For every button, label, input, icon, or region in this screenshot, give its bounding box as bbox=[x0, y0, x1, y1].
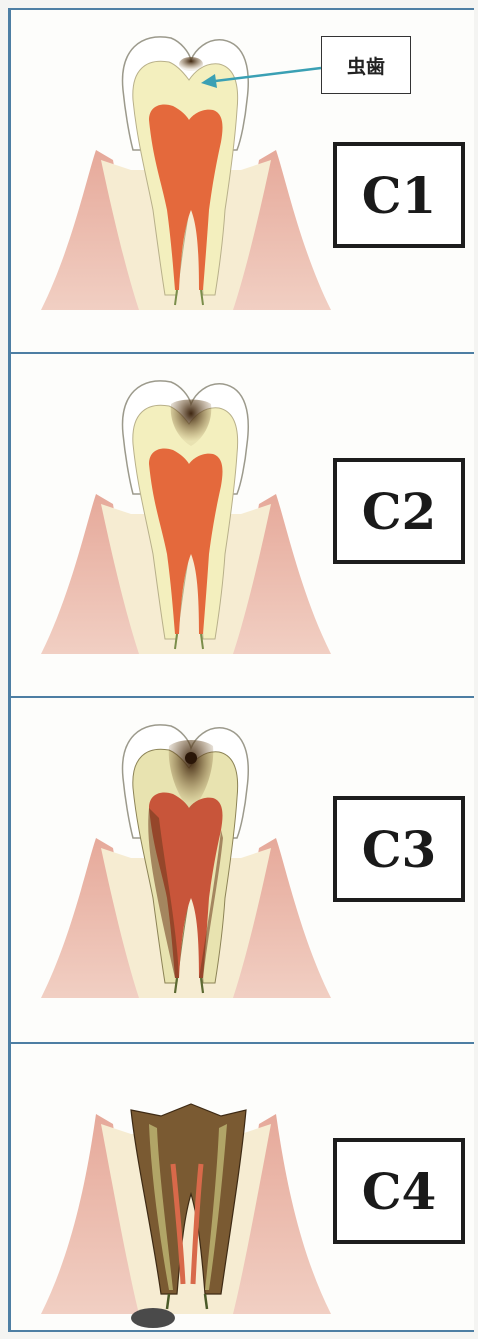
abscess bbox=[131, 1308, 175, 1328]
stage-label-c3: C3 bbox=[333, 796, 465, 902]
decay-spot bbox=[179, 57, 203, 71]
tooth-c1-illustration bbox=[41, 10, 331, 350]
tooth-c4-illustration bbox=[41, 1044, 331, 1334]
cavity-callout-label: 虫歯 bbox=[321, 36, 411, 94]
stage-panel-c3: C3 bbox=[8, 696, 474, 1042]
tooth-c2-illustration bbox=[41, 354, 331, 694]
stage-panel-c1: 虫歯 C1 bbox=[8, 8, 474, 352]
stage-label-c1: C1 bbox=[333, 142, 465, 248]
tooth-c3-illustration bbox=[41, 698, 331, 1038]
stage-panel-c2: C2 bbox=[8, 352, 474, 696]
stage-label-c4: C4 bbox=[333, 1138, 465, 1244]
stage-panel-c4: C4 bbox=[8, 1042, 474, 1332]
stage-label-c2: C2 bbox=[333, 458, 465, 564]
